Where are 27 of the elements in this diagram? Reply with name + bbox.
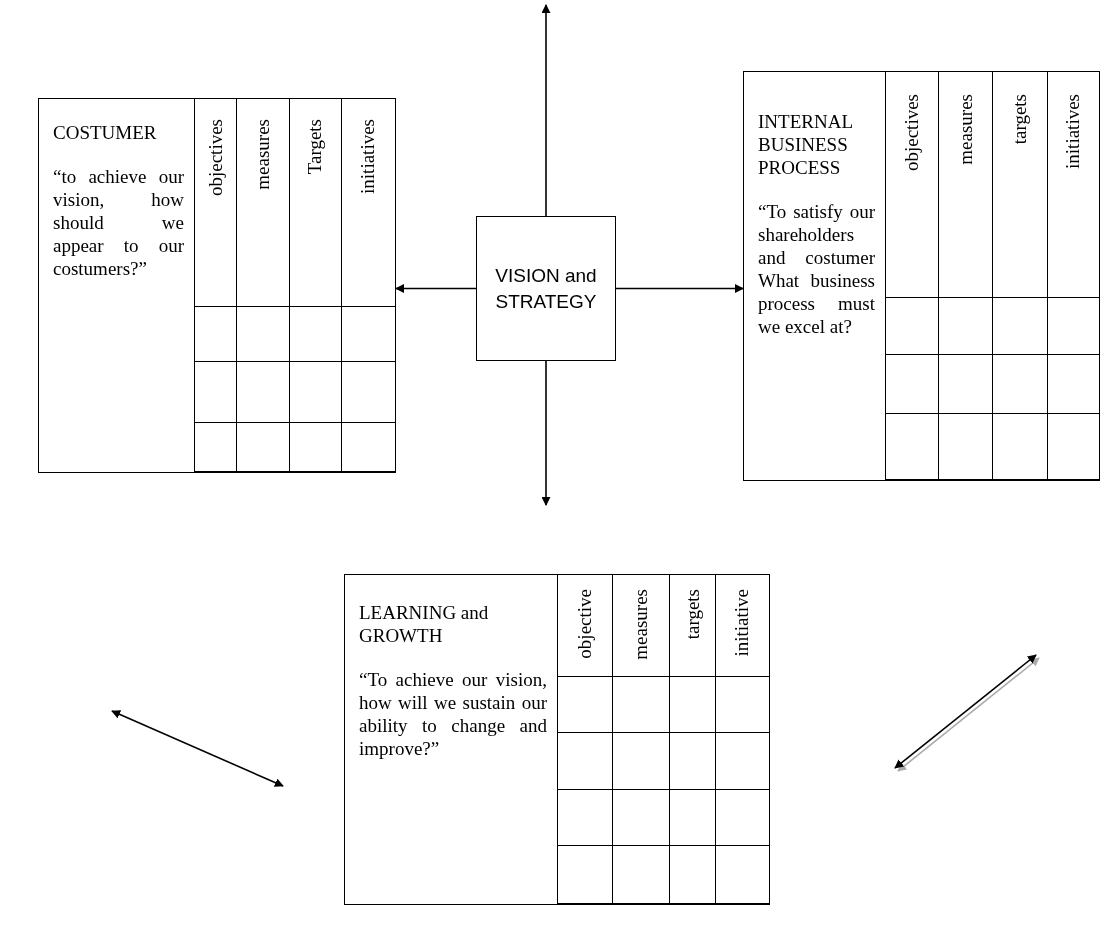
perspective-card (38, 98, 396, 473)
column-header: objectives (195, 99, 238, 307)
arrow (395, 284, 477, 293)
column-header: measures (939, 72, 994, 298)
question-text: “To achieve our vision, how will we sustain our ability to change and improve?” (359, 668, 547, 760)
column-header: measures (237, 99, 290, 307)
column-header: measures (613, 575, 671, 678)
box-label: VISION and STRATEGY (494, 263, 598, 314)
column-header: objective (558, 575, 614, 678)
column-header: objectives (886, 72, 940, 298)
question-text: “To satisfy our shareholders and costumer What business process must we excel at? (758, 200, 875, 338)
heading: INTERNAL BUSINESS PROCESS (758, 110, 854, 179)
perspective-card (344, 574, 770, 905)
column-header: initiatives (341, 99, 395, 307)
heading: COSTUMER (53, 121, 158, 144)
perspective-card (743, 71, 1100, 481)
column-header: targets (993, 72, 1048, 298)
heading: LEARNING and GROWTH (359, 601, 490, 647)
arrow (541, 360, 551, 506)
column-header: initiative (715, 575, 769, 678)
vision-box (476, 216, 616, 361)
arrow (541, 4, 551, 217)
arrow (615, 284, 744, 293)
column-header: initiatives (1047, 72, 1099, 298)
question-text: “to achieve our vision, how should we appear to our costumers?” (53, 165, 184, 280)
column-header: Targets (289, 99, 342, 307)
column-header: targets (670, 575, 716, 678)
